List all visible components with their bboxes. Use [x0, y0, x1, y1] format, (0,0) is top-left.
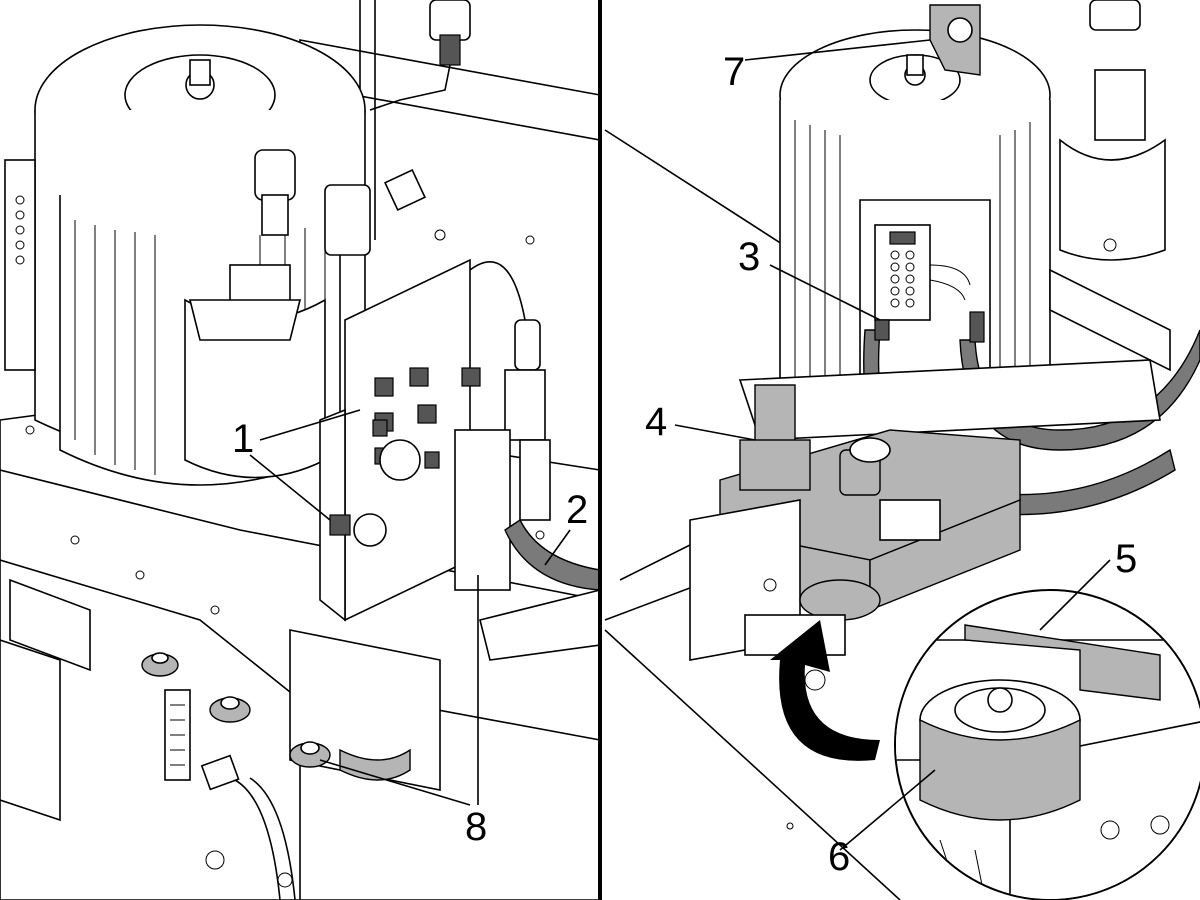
- callout-5: 5: [1115, 537, 1137, 581]
- rotation-arrow: [770, 620, 880, 761]
- callout-4: 4: [645, 400, 667, 444]
- callout-3: 3: [738, 235, 760, 279]
- right-panel: [604, 0, 1200, 900]
- left-pump-base: [0, 578, 441, 900]
- left-motor: [34, 24, 366, 486]
- right-terminal-block: [874, 224, 971, 321]
- right-aux-valve: [1049, 0, 1171, 372]
- callout-6: 6: [828, 835, 850, 879]
- callout-1: 1: [232, 417, 254, 461]
- left-solenoid: [353, 319, 551, 591]
- right-motor: [779, 29, 1051, 418]
- callout-7: 7: [723, 50, 745, 94]
- left-terminal-strip: [4, 159, 36, 371]
- panel-divider: [598, 0, 602, 900]
- right-valve-block: [719, 359, 1161, 612]
- left-valve-top: [254, 0, 471, 256]
- left-panel: [0, 0, 601, 900]
- callout-8: 8: [465, 805, 487, 849]
- detail-rail-highlight: [964, 624, 1161, 701]
- callout-leaders: [249, 39, 1111, 851]
- detail-gear-highlight: [919, 718, 1081, 821]
- right-lower-assembly: [689, 499, 881, 691]
- callout-2: 2: [566, 488, 588, 532]
- detail-magnifier: [894, 589, 1200, 900]
